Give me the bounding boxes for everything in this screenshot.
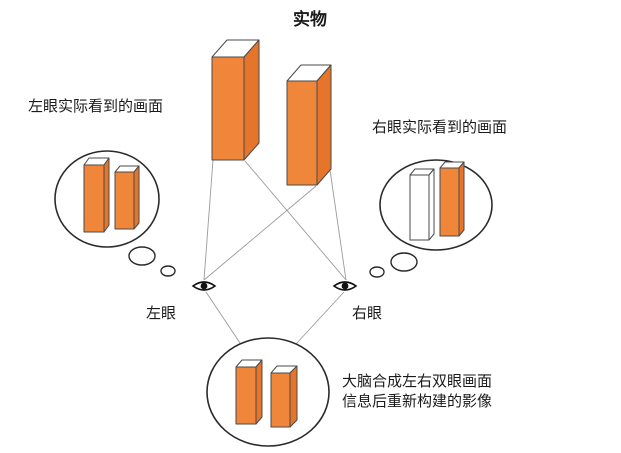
box-side-face: [316, 64, 332, 186]
brain-caption-line1: 大脑合成左右双眼画面: [342, 373, 493, 390]
thought-bubble-small: [160, 265, 176, 277]
sight-line-left-eye-right-box: [203, 185, 317, 281]
brain-caption-line2: 信息后重新构建的影像: [342, 393, 493, 410]
right-eye-icon: [332, 281, 358, 291]
eye-pupil: [200, 282, 208, 290]
box-front-face-white: [409, 174, 430, 241]
box-front-face: [439, 167, 460, 237]
sight-lines: [203, 159, 347, 347]
box-side-face: [289, 365, 298, 428]
right-view-label: 右眼实际看到的画面: [372, 119, 508, 136]
sight-line-left-eye-left-box: [203, 159, 214, 281]
thought-bubble-large: [128, 246, 156, 266]
box-side-face: [458, 161, 465, 237]
box-side-face: [103, 157, 110, 233]
left-eye-view-bubble: [54, 150, 176, 277]
box-front-face: [235, 366, 257, 425]
box-front-face: [114, 171, 135, 230]
box-front-face: [286, 80, 318, 186]
left-view-label: 左眼实际看到的画面: [28, 98, 164, 115]
left-eye-label: 左眼: [146, 305, 177, 322]
real-object-right-box: [286, 64, 332, 186]
box-side-face: [255, 359, 263, 425]
sight-line-right-eye-left-box: [244, 160, 347, 281]
brain-reconstruction-bubble: [206, 337, 330, 447]
box-side-face: [133, 165, 140, 230]
box-front-face: [83, 164, 105, 233]
line-right-eye-to-brain: [295, 291, 345, 345]
real-object-left-box: [211, 39, 260, 161]
right-eye-label: 右眼: [352, 305, 383, 322]
thought-bubble-small: [369, 266, 385, 278]
diagram-title: 实物: [293, 10, 327, 29]
box-front-face: [211, 56, 245, 161]
left-eye-icon: [191, 281, 217, 291]
box-front-face: [270, 372, 291, 428]
brain-circle: [206, 337, 330, 447]
thought-bubble-large: [390, 252, 418, 272]
right-eye-view-bubble: [369, 159, 493, 278]
sight-line-right-eye-right-box: [329, 169, 347, 281]
box-side-face: [243, 39, 260, 161]
line-left-eye-to-brain: [205, 291, 243, 347]
eye-pupil: [341, 282, 349, 290]
right-view-circle: [379, 159, 493, 251]
box-side-face: [428, 168, 435, 241]
